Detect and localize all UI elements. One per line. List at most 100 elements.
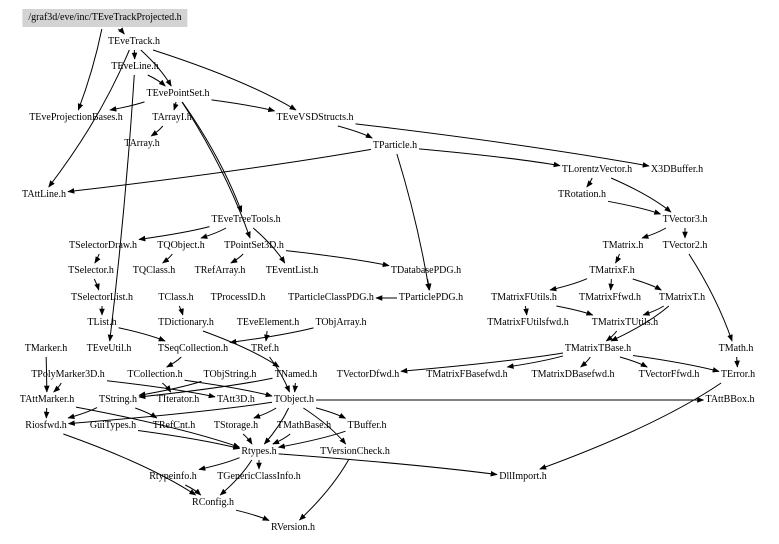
dependency-edge: [138, 377, 273, 400]
graph-node[interactable]: TAttMarker.h: [19, 394, 75, 405]
graph-node[interactable]: TEveVSDStructs.h: [276, 112, 354, 123]
dependency-edge: [152, 49, 297, 111]
dependency-edge: [285, 250, 390, 268]
graph-node[interactable]: Rtypes.h: [241, 446, 277, 457]
graph-node[interactable]: TVector2.h: [662, 240, 708, 251]
graph-node[interactable]: TEveElement.h: [236, 317, 300, 328]
graph-node[interactable]: TArray.h: [124, 138, 160, 149]
graph-node[interactable]: TMatrix.h: [602, 240, 644, 251]
dependency-edge: [506, 355, 564, 369]
dependency-edge: [75, 406, 241, 448]
graph-node[interactable]: TPointSet3D.h: [224, 240, 284, 251]
graph-node[interactable]: TParticlePDG.h: [398, 292, 464, 303]
dependency-edge: [549, 278, 588, 292]
dependency-edge: [615, 253, 622, 264]
graph-node[interactable]: TArrayI.h: [152, 112, 192, 123]
dependency-edge: [277, 430, 346, 449]
graph-node[interactable]: TObject.h: [273, 394, 315, 405]
graph-node[interactable]: TEveTrack.h: [107, 36, 161, 47]
dependency-edge: [178, 305, 184, 316]
graph-node[interactable]: RVersion.h: [271, 522, 315, 533]
dependency-edge: [211, 99, 276, 113]
graph-node[interactable]: TMatrixFBasefwd.h: [426, 369, 508, 380]
graph-node[interactable]: RConfig.h: [192, 497, 234, 508]
dependency-edge: [292, 382, 299, 393]
graph-node[interactable]: TMatrixDBasefwd.h: [531, 369, 615, 380]
graph-node[interactable]: TProcessID.h: [210, 292, 266, 303]
dependency-edge: [43, 356, 50, 393]
graph-node[interactable]: TEveUtil.h: [86, 343, 132, 354]
graph-node[interactable]: TSelectorDraw.h: [69, 240, 137, 251]
graph-node[interactable]: TAttLine.h: [22, 189, 66, 200]
dependency-edge: [166, 356, 182, 368]
graph-node[interactable]: TSelector.h: [68, 265, 114, 276]
dependency-edge: [93, 278, 100, 291]
root-file-node[interactable]: /graf3d/eve/inc/TEveTrackProjected.h: [22, 9, 188, 27]
graph-node[interactable]: TLorentzVector.h: [561, 164, 633, 175]
graph-node[interactable]: TQObject.h: [157, 240, 205, 251]
graph-node[interactable]: TDatabasePDG.h: [390, 265, 462, 276]
graph-node[interactable]: TMatrixFUtilsfwd.h: [487, 317, 569, 328]
graph-node[interactable]: TString.h: [98, 394, 138, 405]
dependency-edge: [67, 401, 273, 426]
graph-node[interactable]: TAttBBox.h: [705, 394, 755, 405]
graph-node[interactable]: TParticle.h: [372, 140, 418, 151]
graph-node[interactable]: TMatrixFUtils.h: [491, 292, 557, 303]
graph-node[interactable]: TList.h: [87, 317, 117, 328]
graph-node[interactable]: TCollection.h: [127, 369, 183, 380]
graph-node[interactable]: TAtt3D.h: [217, 394, 255, 405]
graph-node[interactable]: TMarker.h: [24, 343, 68, 354]
dependency-edge: [173, 101, 179, 111]
dependency-edge: [269, 356, 290, 393]
graph-node[interactable]: TEvePointSet.h: [146, 88, 210, 99]
graph-node[interactable]: TVectorFfwd.h: [638, 369, 700, 380]
graph-node[interactable]: TVectorDfwd.h: [336, 369, 400, 380]
graph-node[interactable]: TMatrixTBase.h: [564, 343, 632, 354]
graph-node[interactable]: TStorage.h: [213, 420, 259, 431]
graph-node[interactable]: TMatrixFfwd.h: [579, 292, 641, 303]
graph-node[interactable]: TParticleClassPDG.h: [288, 292, 374, 303]
graph-node[interactable]: DllImport.h: [499, 471, 547, 482]
graph-node[interactable]: TDictionary.h: [158, 317, 214, 328]
graph-node[interactable]: TBuffer.h: [347, 420, 387, 431]
graph-node[interactable]: Rtypeinfo.h: [149, 471, 197, 482]
graph-node[interactable]: TMatrixF.h: [589, 265, 635, 276]
dependency-edge: [53, 382, 62, 393]
graph-node[interactable]: TMatrixTUtils.h: [591, 317, 659, 328]
graph-node[interactable]: TIterator.h: [156, 394, 200, 405]
graph-node[interactable]: TRefCnt.h: [152, 420, 196, 431]
graph-node[interactable]: TNamed.h: [274, 369, 318, 380]
graph-node[interactable]: Riosfwd.h: [25, 420, 67, 431]
graph-node[interactable]: TError.h: [720, 369, 756, 380]
graph-node[interactable]: TEveLine.h: [111, 61, 159, 72]
dependency-edge: [118, 327, 166, 342]
graph-node[interactable]: TSeqCollection.h: [157, 343, 229, 354]
graph-node[interactable]: TEventList.h: [265, 265, 319, 276]
graph-node[interactable]: TObjArray.h: [315, 317, 367, 328]
graph-node[interactable]: TEveProjectionBases.h: [29, 112, 123, 123]
graph-node[interactable]: TMath.h: [718, 343, 754, 354]
graph-node[interactable]: TRef.h: [250, 343, 280, 354]
dependency-edge: [181, 101, 243, 213]
graph-node[interactable]: TRefArray.h: [194, 265, 246, 276]
graph-node[interactable]: TObjString.h: [203, 369, 257, 380]
graph-node[interactable]: TMatrixT.h: [658, 292, 706, 303]
dependency-edge: [263, 407, 290, 445]
dependency-edge: [607, 200, 662, 215]
graph-node[interactable]: TQClass.h: [132, 265, 176, 276]
graph-node[interactable]: TVector3.h: [662, 214, 708, 225]
graph-node[interactable]: TEveTreeTools.h: [211, 214, 281, 225]
graph-node[interactable]: GuiTypes.h: [89, 420, 137, 431]
dependency-edge: [253, 407, 277, 419]
graph-node[interactable]: TMathBase.h: [276, 420, 332, 431]
dependency-edge: [556, 305, 594, 316]
graph-node[interactable]: TSelectorList.h: [71, 292, 133, 303]
graph-node[interactable]: TPolyMarker3D.h: [31, 369, 105, 380]
graph-node[interactable]: TRotation.h: [557, 189, 607, 200]
dependency-edge: [610, 305, 670, 342]
graph-node[interactable]: TGenericClassInfo.h: [217, 471, 301, 482]
graph-node[interactable]: TVersionCheck.h: [320, 446, 390, 457]
graph-node[interactable]: X3DBuffer.h: [650, 164, 704, 175]
graph-node[interactable]: TClass.h: [158, 292, 194, 303]
